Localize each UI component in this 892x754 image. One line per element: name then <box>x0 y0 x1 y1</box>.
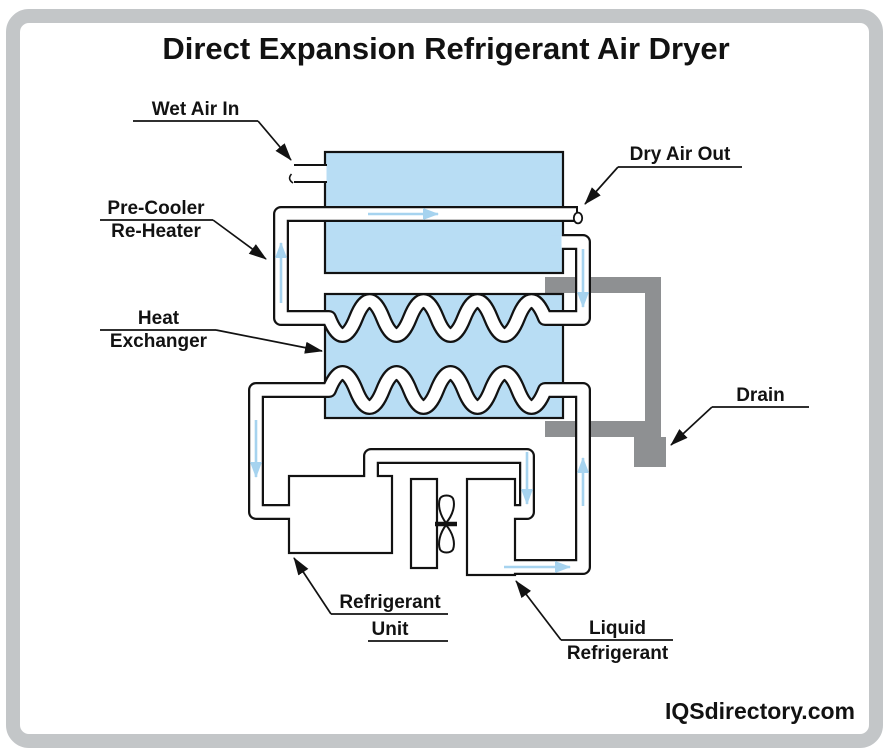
label-liquid-refrigerant-line2: Refrigerant <box>566 643 669 664</box>
leader-lines <box>100 120 809 642</box>
air-pipe <box>273 206 591 343</box>
drain-pipe <box>545 277 666 467</box>
refrigerant-return-pipe <box>248 365 591 575</box>
flow-arrows <box>250 208 589 573</box>
label-pre-cooler: Pre-Cooler <box>107 198 205 219</box>
label-drain: Drain <box>736 385 785 406</box>
liquid-refrigerant-receiver-box <box>465 477 517 577</box>
label-liquid: Liquid <box>589 618 646 639</box>
fan-icon <box>435 494 457 554</box>
label-unit: Unit <box>371 619 409 640</box>
diagram-title: Direct Expansion Refrigerant Air Dryer <box>162 31 730 66</box>
dry-air-outlet-opening <box>572 211 584 225</box>
label-exchanger: Exchanger <box>109 331 208 352</box>
label-refrigerant: Refrigerant <box>339 592 441 613</box>
label-wet-air-in: Wet Air In <box>151 99 240 120</box>
figure-border-frame <box>6 9 883 748</box>
watermark: IQSdirectory.com <box>664 698 855 724</box>
refrigerant-unit-box <box>287 474 394 555</box>
label-dry-air-out: Dry Air Out <box>629 144 731 165</box>
label-re-heater: Re-Heater <box>111 221 201 242</box>
label-heat: Heat <box>137 308 180 329</box>
fan-housing-box <box>409 477 439 570</box>
wet-air-inlet <box>288 164 327 184</box>
